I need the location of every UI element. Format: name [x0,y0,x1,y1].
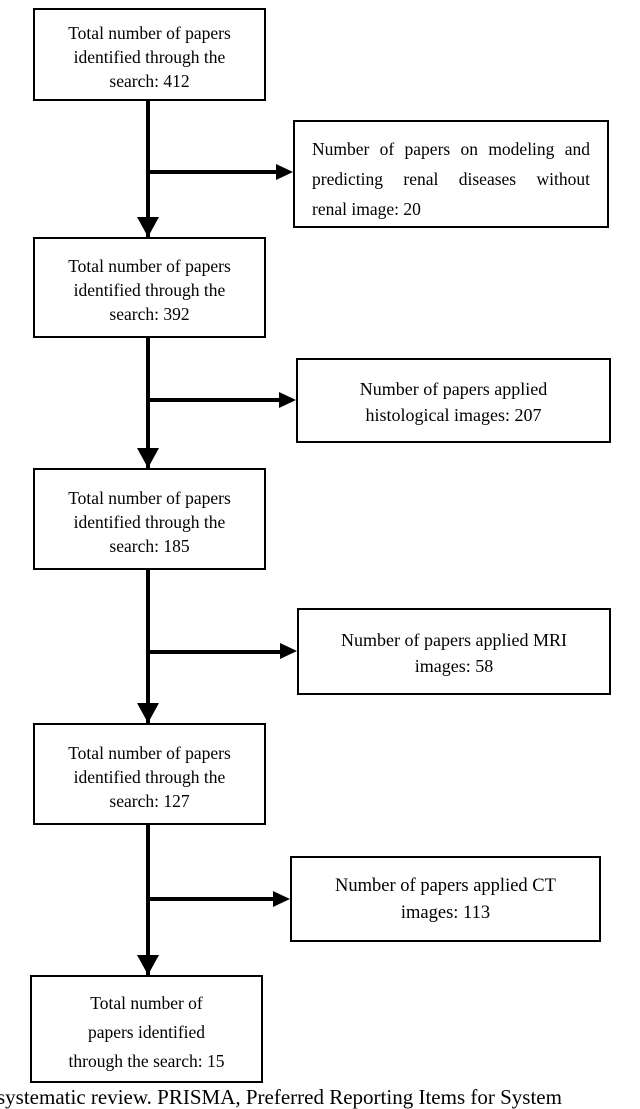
flow-box-text-line: identified through the [73,280,226,300]
flow-box-excluded-without-renal-image: Number of papers on modeling and predict… [293,120,609,228]
figure-caption: systematic review. PRISMA, Preferred Rep… [0,1085,562,1109]
connector-3-vertical-line [146,570,150,723]
flow-box-papers-392: Total number of papers identified throug… [33,237,266,338]
branch-3-horizontal-line [146,650,280,654]
flow-box-text-line: Total number of papers [68,256,231,276]
flow-box-text-line: Total number of [90,993,203,1013]
flow-box-excluded-mri: Number of papers applied MRI images: 58 [297,608,611,695]
connector-1-vertical-line [146,100,150,237]
flow-box-text-line: renal image: 20 [312,199,421,219]
connector-2-vertical-line [146,338,150,468]
flow-box-text-line: search: 392 [109,304,190,324]
flow-box-text-line: search: 412 [109,71,190,91]
flow-box-text-line: identified through the [73,767,226,787]
flow-box-text-line: Total number of papers [68,488,231,508]
flow-box-text-line: papers identified [87,1022,206,1042]
connector-1-arrowhead-down-icon [137,217,159,237]
branch-4-arrowhead-right-icon [273,891,290,907]
branch-3-arrowhead-right-icon [280,643,297,659]
flow-box-text-line: images: 113 [400,903,491,923]
branch-1-arrowhead-right-icon [276,164,293,180]
branch-4-horizontal-line [146,897,273,901]
flow-box-text-line: Total number of papers [68,743,231,763]
flow-box-papers-15: Total number of papers identified throug… [30,975,263,1083]
flow-box-papers-185: Total number of papers identified throug… [33,468,266,570]
flow-box-text-line: histological images: 207 [365,405,542,425]
flow-box-text-line: search: 185 [109,536,190,556]
flow-box-text-line: Number of papers applied [359,379,548,399]
flow-box-text-line: Number of papers on modeling and [312,139,590,159]
branch-2-horizontal-line [146,398,279,402]
flow-box-text-line: Number of papers applied CT [335,876,556,896]
flow-box-papers-127: Total number of papers identified throug… [33,723,266,825]
flow-box-text-line: images: 58 [414,656,494,676]
flow-box-text-line: Total number of papers [68,23,231,43]
flow-box-text-line: Number of papers applied MRI [341,630,567,650]
flow-box-excluded-histological: Number of papers applied histological im… [296,358,611,443]
flow-box-text-line: predicting renal diseases without [312,169,590,189]
connector-4-arrowhead-down-icon [137,955,159,975]
flow-box-text-line: identified through the [73,512,226,532]
flow-box-text-line: through the search: 15 [68,1051,225,1071]
flow-box-excluded-ct: Number of papers applied CT images: 113 [290,856,601,942]
branch-1-horizontal-line [146,170,276,174]
flow-box-text-line: search: 127 [109,791,190,811]
branch-2-arrowhead-right-icon [279,392,296,408]
flow-box-text-line: identified through the [73,47,226,67]
flow-box-papers-412: Total number of papers identified throug… [33,8,266,101]
connector-3-arrowhead-down-icon [137,703,159,723]
connector-2-arrowhead-down-icon [137,448,159,468]
